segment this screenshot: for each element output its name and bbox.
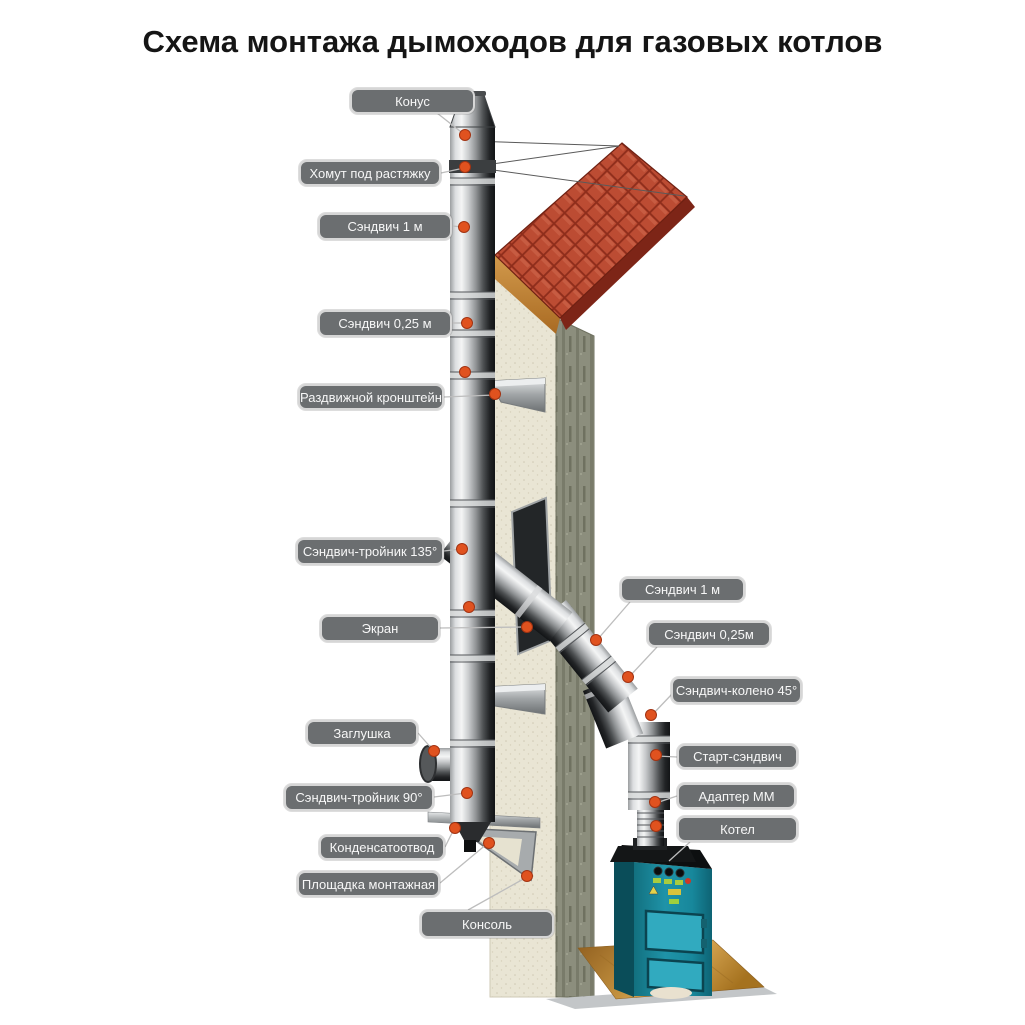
callout-ploshchadka: Площадка монтажная	[297, 871, 440, 897]
boiler	[614, 845, 712, 999]
wall-bracket-lower	[482, 683, 546, 715]
callout-sandwich-025-left: Сэндвич 0,25 м	[318, 310, 452, 337]
callout-adapter-mm: Адаптер ММ	[677, 783, 796, 809]
callout-sandwich-025-right: Сэндвич 0,25м	[647, 621, 771, 647]
callout-kondensat: Конденсатоотвод	[319, 835, 445, 860]
roof	[486, 142, 695, 334]
chimney-pipe	[449, 91, 496, 822]
callout-troynik-90: Сэндвич-тройник 90°	[284, 784, 434, 811]
callout-konus: Конус	[350, 88, 475, 114]
callout-start-sandwich: Старт-сэндвич	[677, 744, 798, 769]
callout-sandwich-1m-right: Сэндвич 1 м	[620, 577, 745, 602]
diagram-title: Схема монтажа дымоходов для газовых котл…	[142, 24, 883, 59]
callout-homut: Хомут под растяжку	[299, 160, 441, 186]
callout-troynik-135: Сэндвич-тройник 135°	[296, 538, 444, 565]
callout-konsol: Консоль	[420, 910, 554, 938]
condensate-drain	[454, 822, 491, 852]
wall-bracket-upper	[488, 377, 546, 413]
callout-zaglushka: Заглушка	[306, 720, 418, 746]
callout-koleno-45: Сэндвич-колено 45°	[671, 677, 802, 704]
callout-ekran: Экран	[320, 615, 440, 642]
callout-sandwich-1m-left: Сэндвич 1 м	[318, 213, 452, 240]
connector-dots	[428, 129, 662, 882]
callout-kronstein: Раздвижной кронштейн	[298, 384, 444, 410]
callout-kotel: Котел	[677, 816, 798, 842]
